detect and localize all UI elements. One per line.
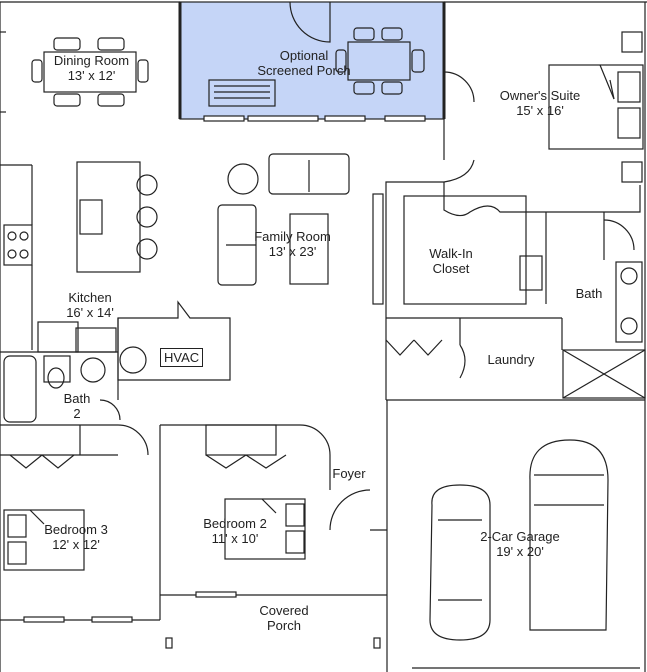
car-left [429,484,491,641]
foyer-label: Foyer [332,466,366,481]
walk-in-closet-line2: Closet [432,261,470,276]
porch-table [347,41,411,81]
bath2-line2: 2 [73,406,81,421]
bedroom2-size: 11' x 10' [211,531,259,546]
bedroom2-label: Bedroom 2 11' x 10' [196,516,274,546]
bedroom3-size: 12' x 12' [52,537,100,552]
kitchen-island [76,161,141,273]
bedroom3-bed [3,509,85,571]
bedroom2-name: Bedroom 2 [203,516,267,531]
dining-room-label: Dining Room 13' x 12' [44,53,139,83]
laundry-label: Laundry [487,352,535,367]
owners-suite-label: Owner's Suite 15' x 16' [490,88,590,118]
dining-room-name: Dining Room [53,53,130,68]
screened-porch-line1: Optional [279,48,329,63]
car-right [529,439,609,631]
covered-porch-label: Covered Porch [252,603,316,633]
family-sofa-top [268,153,350,195]
dining-room-size: 13' x 12' [67,68,116,83]
hvac-label: HVAC [160,348,204,367]
owners-suite-name: Owner's Suite [499,88,581,103]
garage-label: 2-Car Garage 19' x 20' [470,529,570,559]
owners-suite-size: 15' x 16' [516,103,564,118]
family-room-size: 13' x 23' [268,244,317,259]
bedroom2-bed [224,498,306,560]
screened-porch-line2: Screened Porch [257,63,351,78]
bath2-label: Bath 2 [58,391,96,421]
garage-name: 2-Car Garage [480,529,560,544]
covered-porch-line1: Covered [259,603,309,618]
kitchen-name: Kitchen [68,290,112,305]
covered-porch-line2: Porch [267,618,301,633]
owner-bath-label: Bath [575,286,603,301]
dining-table [43,51,137,93]
garage-size: 19' x 20' [496,544,544,559]
porch-bench [208,79,276,107]
kitchen-label: Kitchen 16' x 14' [56,290,124,320]
kitchen-size: 16' x 14' [66,305,114,320]
bath2-line1: Bath [63,391,91,406]
walk-in-closet-label: Walk-In Closet [418,246,484,276]
bedroom3-name: Bedroom 3 [44,522,108,537]
family-room-name: Family Room [254,229,331,244]
family-room-label: Family Room 13' x 23' [240,229,345,259]
walk-in-closet-line1: Walk-In [429,246,473,261]
owners-bed [548,64,644,150]
bedroom3-label: Bedroom 3 12' x 12' [42,522,110,552]
bath2-tub [3,355,37,423]
family-table [289,213,329,285]
screened-porch-label: Optional Screened Porch [248,48,360,78]
